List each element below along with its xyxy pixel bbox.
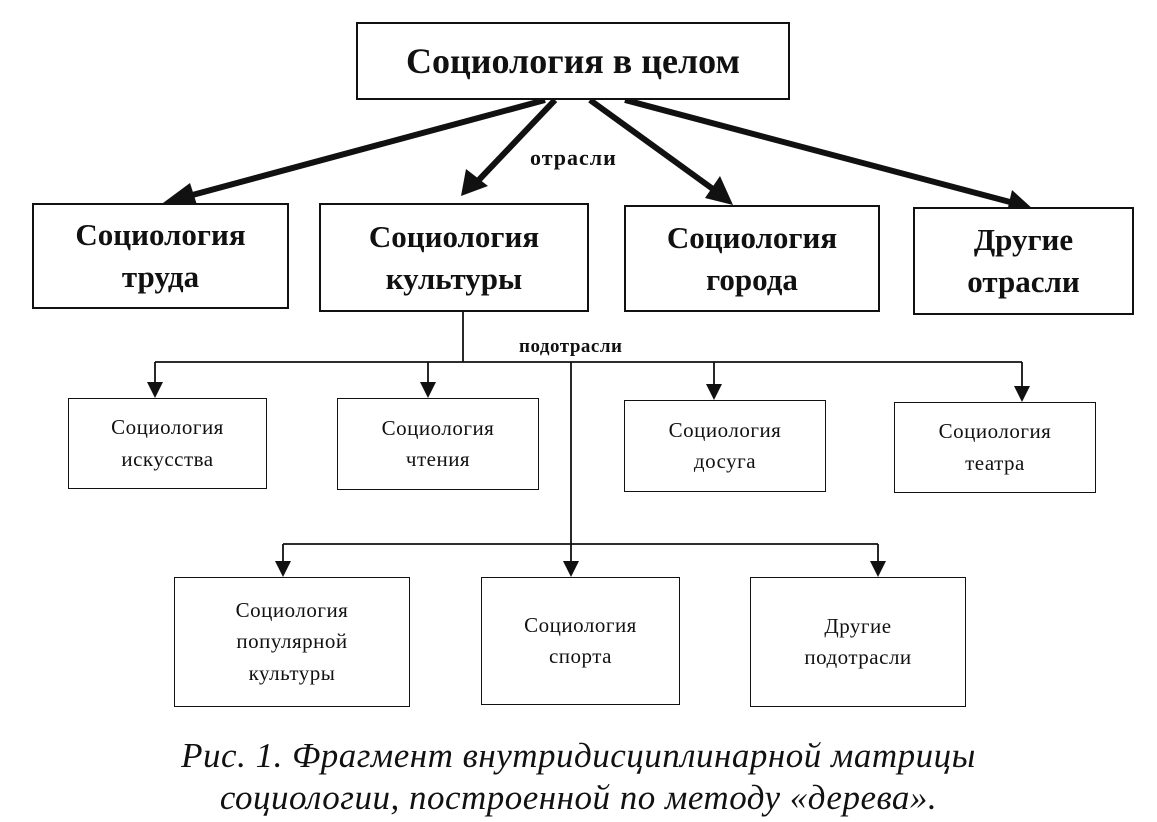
subbranch-sport-line2: спорта — [548, 644, 613, 668]
branch-labor-line2: труда — [121, 259, 200, 294]
subbranch-other-line1: Другие — [824, 613, 892, 638]
subbranch-node-popular-culture: Социология популярной культуры — [174, 577, 410, 707]
arrow-to-culture — [472, 97, 558, 187]
arrowhead-city — [705, 176, 733, 205]
subbranch-node-other-sub: Другие подотрасли — [750, 577, 966, 707]
subbranch-theatre-line2: театра — [965, 450, 1025, 475]
arrowhead-culture — [461, 169, 488, 196]
arrow-to-labor — [184, 97, 546, 200]
subbranch-popular-line2: популярной — [236, 629, 348, 654]
subbranch-node-leisure: Социология досуга — [624, 400, 826, 492]
subbranch-arrowheads — [147, 382, 1030, 577]
subbranch-node-sport: Социология спорта — [481, 577, 680, 705]
arrowhead-other-sub — [870, 561, 886, 577]
subbranch-art-line2: искусства — [121, 446, 214, 471]
subbranch-leisure-line2: досуга — [693, 449, 757, 473]
root-arrows — [184, 97, 1011, 205]
arrow-to-city — [588, 97, 719, 195]
branch-node-culture: Социология культуры — [319, 203, 589, 312]
subbranch-sport-line1: Социология — [524, 612, 637, 637]
arrow-to-other — [624, 97, 1011, 205]
branches-label: отрасли — [530, 145, 617, 170]
branch-culture-line2: культуры — [385, 260, 523, 296]
figure-caption: Рис. 1. Фрагмент внутридисциплинарной ма… — [0, 735, 1157, 819]
arrowhead-popular — [275, 561, 291, 577]
arrowhead-labor — [163, 183, 198, 208]
subbranches-label: подотрасли — [519, 336, 623, 357]
subbranch-art-line1: Социология — [111, 415, 224, 439]
subbranch-popular-line1: Социология — [235, 597, 349, 622]
subbranch-theatre-line1: Социология — [938, 419, 1052, 443]
branch-node-city: Социология города — [624, 205, 880, 312]
branch-node-labor: Социология труда — [32, 203, 289, 309]
caption-line1: Рис. 1. Фрагмент внутридисциплинарной ма… — [181, 736, 976, 775]
branch-city-line2: города — [706, 261, 798, 297]
arrowhead-leisure — [706, 384, 722, 400]
subbranch-popular-line3: культуры — [248, 660, 336, 685]
subbranch-node-reading: Социология чтения — [337, 398, 539, 490]
subbranch-reading-line1: Социология — [381, 415, 495, 440]
arrowhead-sport — [563, 561, 579, 577]
branch-other-line1: Другие — [973, 222, 1074, 258]
branch-node-other: Другие отрасли — [913, 207, 1134, 315]
branch-other-line2: отрасли — [967, 264, 1080, 299]
subbranch-node-art: Социология искусства — [68, 398, 267, 489]
arrowhead-art — [147, 382, 163, 398]
subbranch-leisure-line1: Социология — [668, 417, 782, 442]
branch-culture-line1: Социология — [368, 218, 540, 254]
subbranch-reading-line2: чтения — [405, 447, 471, 471]
arrowhead-reading — [420, 382, 436, 398]
caption-line2: социологии, построенной по методу «дерев… — [219, 778, 938, 817]
branch-labor-line1: Социология — [75, 217, 246, 253]
root-node-label: Социология в целом — [406, 41, 740, 81]
branch-city-line1: Социология — [666, 219, 838, 255]
subbranch-node-theatre: Социология театра — [894, 402, 1096, 493]
arrowhead-theatre — [1014, 386, 1030, 402]
root-node: Социология в целом — [356, 22, 790, 100]
subbranch-other-line2: подотрасли — [804, 645, 912, 669]
